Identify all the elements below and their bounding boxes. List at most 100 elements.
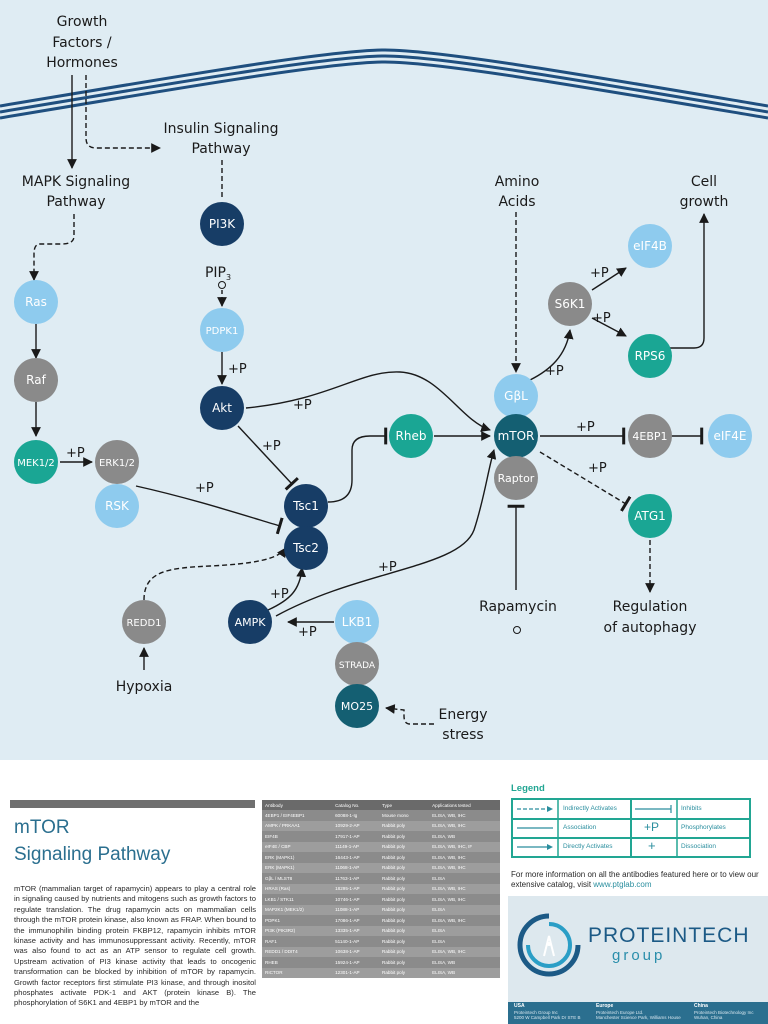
- table-cell: Rabbit poly: [379, 957, 430, 968]
- legend-grid: [513, 800, 749, 856]
- node-redd1: REDD1: [122, 600, 166, 644]
- node-mek: MEK1/2: [14, 440, 58, 484]
- legend-phos-symbol: +P: [644, 820, 660, 834]
- legend-dissoc-symbol: +: [648, 838, 656, 853]
- edge-akt-to-mtor: [245, 371, 491, 432]
- table-cell: ELISA, WB, IHC: [429, 894, 500, 905]
- table-cell: ELISA, WB, IHC: [429, 883, 500, 894]
- table-cell: ELISA, WB, IHC: [429, 810, 500, 821]
- table-cell: ELISA: [429, 873, 500, 884]
- edge-redd1-to-tsc: [143, 547, 287, 601]
- table-cell: Rabbit poly: [379, 841, 430, 852]
- table-cell: ELISA, WB, IHC: [429, 852, 500, 863]
- intro-text: mTOR (mammalian target of rapamycin) app…: [14, 884, 256, 1008]
- table-cell: 13335-1-AP: [332, 925, 380, 936]
- node-lkb1: LKB1: [335, 600, 379, 644]
- more-info: For more information on all the antibodi…: [511, 870, 761, 890]
- legend-inhibit-icon: [635, 805, 672, 813]
- table-cell: 16443-1-AP: [332, 852, 380, 863]
- node-strada: STRADA: [335, 642, 379, 686]
- catalog-link[interactable]: www.ptglab.com: [593, 880, 652, 889]
- table-cell: Rabbit poly: [379, 925, 430, 936]
- table-cell: AMPK / PRKAA1: [262, 820, 333, 831]
- table-cell: 4EBP1 / EIF4EBP1: [262, 810, 333, 821]
- svg-text:AMPK: AMPK: [235, 616, 267, 629]
- table-cell: Rabbit poly: [379, 936, 430, 947]
- table-cell: RHEB: [262, 957, 333, 968]
- node-gbl: GβL: [494, 374, 538, 418]
- svg-text:eIF4E: eIF4E: [713, 429, 746, 443]
- node-pi3k: PI3K: [200, 202, 244, 246]
- svg-text:ATG1: ATG1: [634, 509, 666, 523]
- company-panel: PROTEINTECH group USA Proteintech Group …: [508, 896, 768, 1024]
- table-cell: LKB1 / STK11: [262, 894, 333, 905]
- table-cell: 10929-2-AP: [332, 820, 380, 831]
- table-cell: 17086-1-AP: [332, 915, 380, 926]
- table-header: Applications tested: [429, 800, 500, 810]
- pip3-label: PIP3: [205, 265, 231, 282]
- table-cell: Rabbit poly: [379, 883, 430, 894]
- table-cell: 11068-1-AP: [332, 862, 380, 873]
- node-tsc2: Tsc2: [284, 526, 328, 570]
- node-eif4b: eIF4B: [628, 224, 672, 268]
- svg-text:STRADA: STRADA: [339, 661, 376, 671]
- svg-text:Ras: Ras: [25, 295, 47, 309]
- edge-mapk-to-ras: [29, 214, 75, 281]
- hypoxia-label: Hypoxia: [116, 679, 173, 695]
- legend-item: Inhibits: [681, 805, 702, 812]
- office-strip: USA Proteintech Group Inc 5200 W Campbel…: [508, 1002, 768, 1024]
- table-header-row: Antibody Catalog No. Type Applications t…: [262, 800, 500, 810]
- node-akt: Akt: [200, 386, 244, 430]
- svg-text:PDPK1: PDPK1: [206, 326, 239, 337]
- table-cell: EIF4B: [262, 831, 333, 842]
- office-china: China Proteintech Biotechnology Inc Wuha…: [694, 1003, 754, 1020]
- legend-item: Association: [563, 824, 597, 831]
- phos-label: +P: [545, 364, 564, 379]
- table-cell: ERK (MAPK1): [262, 862, 333, 873]
- legend-box: Indirectly Activates Inhibits Associatio…: [511, 798, 751, 858]
- table-cell: ELISA: [429, 925, 500, 936]
- table-cell: Rabbit poly: [379, 894, 430, 905]
- table-cell: 51140-1-AP: [332, 936, 380, 947]
- proteintech-logo-icon: [517, 913, 581, 977]
- edge-rsk-inhibits-tsc: [135, 485, 284, 535]
- svg-text:PI3K: PI3K: [209, 217, 236, 231]
- diagram-background: [0, 0, 768, 760]
- rapamycin-label: Rapamycin: [479, 599, 557, 615]
- node-tsc1: Tsc1: [284, 484, 328, 528]
- legend-title: Legend: [511, 783, 545, 794]
- legend-item: Directly Activates: [563, 843, 613, 850]
- office-europe: Europe Proteintech Europe Ltd. Mancheste…: [596, 1003, 681, 1020]
- table-cell: eIF4E / CBP: [262, 841, 333, 852]
- node-rps6: RPS6: [628, 334, 672, 378]
- table-cell: MAP2K1 (MEK1/2): [262, 904, 333, 915]
- node-mtor: mTOR: [494, 414, 538, 458]
- node-s6k1: S6K1: [548, 282, 592, 326]
- edge-ampk-to-mtor: [275, 449, 497, 617]
- phos-label: +P: [66, 446, 85, 461]
- table-cell: 10746-1-AP: [332, 894, 380, 905]
- svg-text:Tsc1: Tsc1: [292, 499, 319, 513]
- table-cell: 15924-1-AP: [332, 957, 380, 968]
- svg-text:REDD1: REDD1: [126, 618, 161, 629]
- svg-text:Akt: Akt: [212, 401, 232, 415]
- table-cell: GβL / MLST8: [262, 873, 333, 884]
- table-cell: PI3K (PIK3R2): [262, 925, 333, 936]
- table-cell: Rabbit poly: [379, 862, 430, 873]
- table-cell: Rabbit poly: [379, 831, 430, 842]
